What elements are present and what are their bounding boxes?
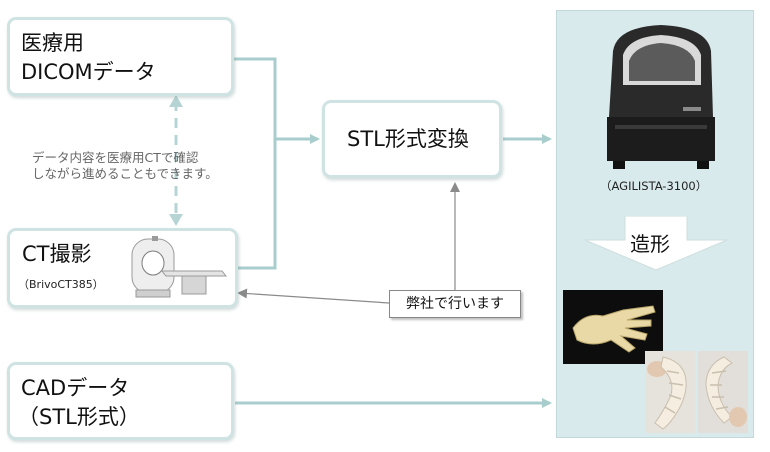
ct-box-title: CT撮影 bbox=[22, 242, 92, 266]
connector-ct bbox=[237, 139, 277, 270]
callout-arrow-to-ct bbox=[237, 288, 390, 304]
in-house-callout: 弊社で行います bbox=[389, 290, 521, 318]
stl-conversion-box: STL形式変換 bbox=[322, 100, 502, 178]
note-line-2: しながら進めることもできます。 bbox=[32, 166, 218, 181]
note-text: データ内容を医療用CTで確認 しながら進めることもできます。 bbox=[32, 150, 218, 182]
ct-box: CT撮影 （BrivoCT385） bbox=[7, 228, 238, 308]
build-label: 造形 bbox=[630, 232, 670, 256]
ct-model-label: （BrivoCT385） bbox=[18, 278, 104, 291]
note-line-1: データ内容を医療用CTで確認 bbox=[32, 150, 199, 165]
dicom-box-line1: 医療用 bbox=[21, 31, 84, 55]
dicom-box: 医療用 DICOMデータ bbox=[7, 17, 234, 96]
cad-box-line2: （STL形式） bbox=[18, 405, 140, 429]
build-arrow bbox=[584, 216, 728, 271]
stl-conversion-label: STL形式変換 bbox=[347, 127, 469, 151]
dashed-arrow-down bbox=[169, 214, 183, 226]
dicom-box-line2: DICOMデータ bbox=[21, 60, 156, 84]
cad-box: CADデータ （STL形式） bbox=[7, 362, 234, 440]
dashed-arrow-up bbox=[169, 95, 183, 107]
connector-dicom bbox=[233, 57, 277, 139]
ct-scanner-image bbox=[131, 236, 228, 298]
3d-printer-image bbox=[607, 25, 715, 169]
printer-caption: （AGILISTA-3100） bbox=[600, 179, 708, 193]
spine-model-image-2 bbox=[698, 351, 748, 433]
printer-panel: （AGILISTA-3100） 造形 bbox=[556, 10, 754, 438]
cad-box-line1: CADデータ bbox=[21, 376, 130, 400]
spine-model-image-1 bbox=[645, 351, 695, 433]
